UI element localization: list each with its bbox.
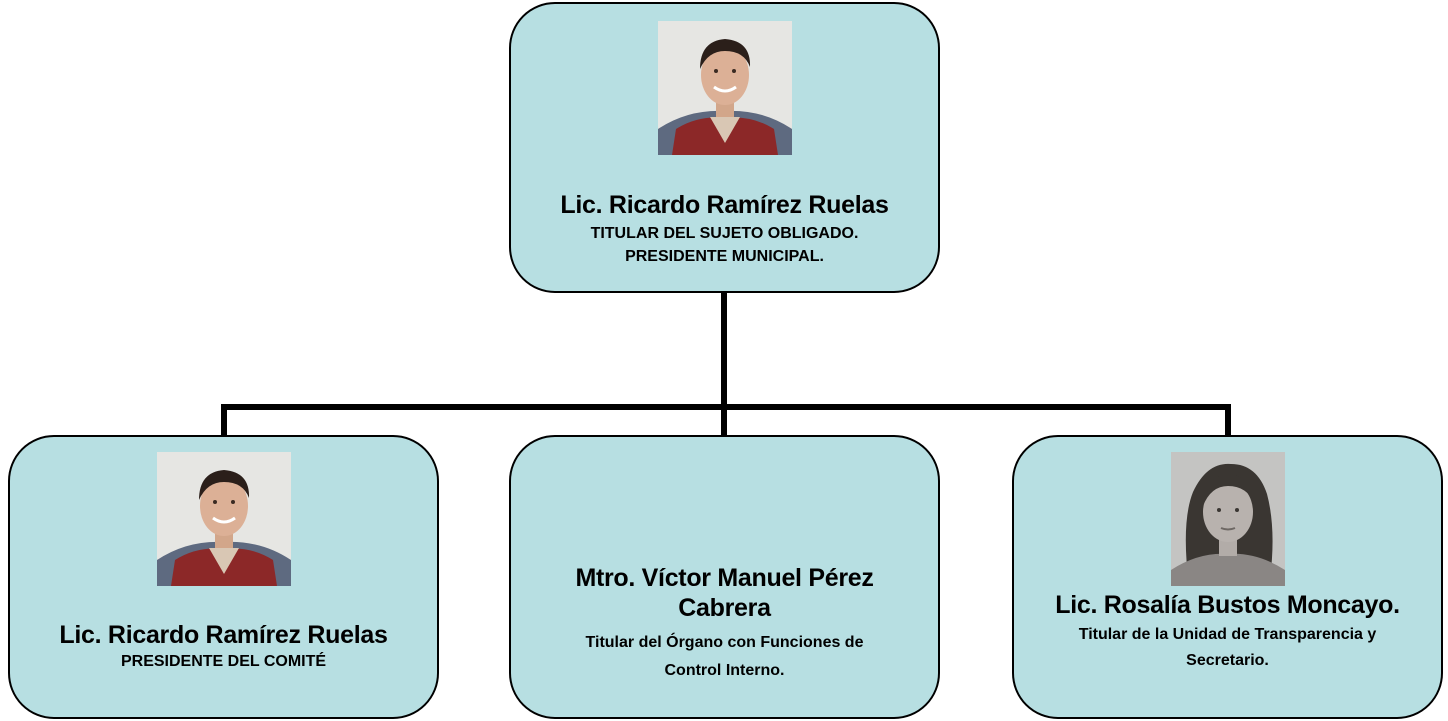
person-role: TITULAR DEL SUJETO OBLIGADO. PRESIDENTE …: [521, 222, 928, 268]
connector-right-drop: [1225, 404, 1231, 436]
person-name: Mtro. Víctor Manuel Pérez Cabrera: [521, 563, 928, 623]
role-line: PRESIDENTE DEL COMITÉ: [120, 653, 327, 670]
person-name: Lic. Ricardo Ramírez Ruelas: [560, 191, 889, 219]
person-role: Titular del Órgano con Funciones de Cont…: [521, 629, 928, 685]
person-role: Titular de la Unidad de Transparencia y …: [1024, 622, 1431, 674]
child-node-text: Lic. Ricardo Ramírez Ruelas PRESIDENTE D…: [20, 620, 427, 673]
child-node-text: Lic. Rosalía Bustos Moncayo. Titular de …: [1024, 590, 1431, 674]
person-name: Lic. Ricardo Ramírez Ruelas: [59, 621, 388, 649]
org-node-control-interno: Mtro. Víctor Manuel Pérez Cabrera Titula…: [509, 435, 940, 719]
child-node-text: Mtro. Víctor Manuel Pérez Cabrera Titula…: [521, 563, 928, 685]
org-node-top: Lic. Ricardo Ramírez Ruelas TITULAR DEL …: [509, 2, 940, 293]
connector-left-drop: [221, 404, 227, 436]
top-node-text: Lic. Ricardo Ramírez Ruelas TITULAR DEL …: [521, 190, 928, 268]
role-line: Titular del Órgano con Funciones de: [585, 634, 864, 651]
role-line: Titular de la Unidad de Transparencia y: [1078, 626, 1377, 643]
name-line: Cabrera: [678, 594, 771, 622]
role-line: PRESIDENTE MUNICIPAL.: [625, 248, 824, 265]
org-node-transparencia: Lic. Rosalía Bustos Moncayo. Titular de …: [1012, 435, 1443, 719]
portrait-photo-rosalia: [1170, 452, 1285, 586]
portrait-photo-ricardo-top: [657, 21, 792, 155]
connector-center-drop: [721, 404, 727, 436]
role-line: TITULAR DEL SUJETO OBLIGADO.: [590, 225, 859, 242]
portrait-photo-ricardo-child: [156, 452, 291, 586]
connector-top-vertical: [721, 292, 727, 408]
person-name: Lic. Rosalía Bustos Moncayo.: [1055, 591, 1400, 619]
role-line: Control Interno.: [664, 662, 785, 679]
role-line: Secretario.: [1186, 652, 1269, 669]
name-line: Mtro. Víctor Manuel Pérez: [575, 564, 874, 592]
person-role: PRESIDENTE DEL COMITÉ: [20, 650, 427, 673]
man-portrait-icon: [657, 21, 792, 155]
man-portrait-icon: [156, 452, 291, 586]
woman-portrait-icon: [1170, 452, 1285, 586]
org-node-presidente-comite: Lic. Ricardo Ramírez Ruelas PRESIDENTE D…: [8, 435, 439, 719]
